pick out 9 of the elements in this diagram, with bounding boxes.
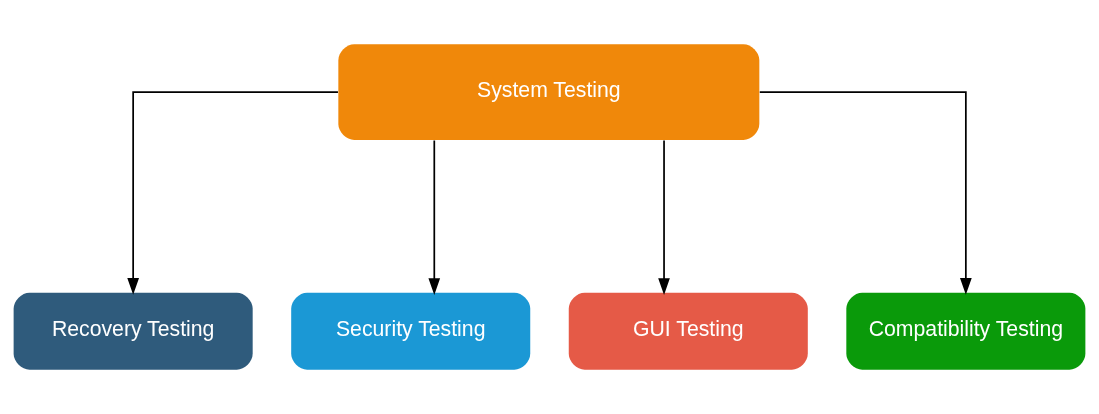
arrow (658, 139, 670, 295)
node-box: System Testing (338, 44, 760, 140)
node-box: Recovery Testing (13, 292, 253, 370)
node-box: GUI Testing (568, 292, 808, 370)
arrow (758, 91, 972, 295)
arrow (127, 91, 339, 295)
arrow (428, 139, 441, 295)
node-box: Compatibility Testing (846, 292, 1086, 370)
node-box: Security Testing (291, 292, 531, 370)
